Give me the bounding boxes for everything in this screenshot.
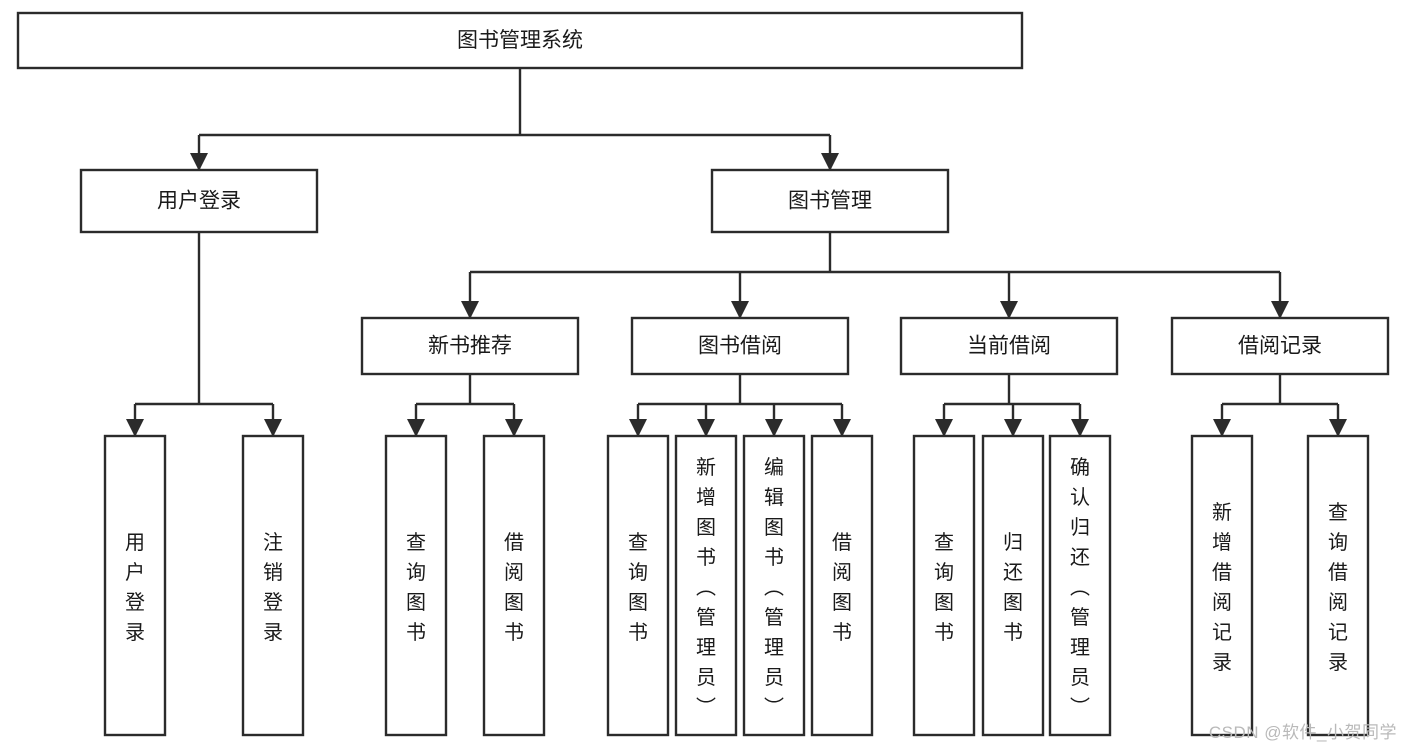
node-label-leaf-query-borrow-record: 查询借阅记录 <box>1328 501 1348 674</box>
arrow-head-icon <box>935 419 953 437</box>
arrow-head-icon <box>1004 419 1022 437</box>
node-root[interactable]: 图书管理系统 <box>16 11 1024 70</box>
node-current-borrow[interactable]: 当前借阅 <box>899 316 1119 376</box>
arrow-head-icon <box>697 419 715 437</box>
node-label-current-borrow: 当前借阅 <box>967 335 1051 358</box>
arrow-head-icon <box>833 419 851 437</box>
node-label-leaf-query-book-borrow: 查询图书 <box>628 531 648 644</box>
arrow-head-icon <box>190 153 208 171</box>
arrow-head-icon <box>1213 419 1231 437</box>
node-label-user-login: 用户登录 <box>157 190 241 213</box>
node-box-leaf-query-borrow-record <box>1306 434 1370 737</box>
node-leaf-edit-book-admin[interactable]: 编辑图书︵管理员︶ <box>742 434 806 737</box>
node-leaf-logout-login[interactable]: 注销登录 <box>241 434 305 737</box>
node-box-leaf-query-book-current <box>912 434 976 737</box>
node-leaf-add-borrow-record[interactable]: 新增借阅记录 <box>1190 434 1254 737</box>
node-book-manage[interactable]: 图书管理 <box>710 168 950 234</box>
node-label-new-book-recommend: 新书推荐 <box>428 335 512 358</box>
connector-layer <box>126 68 1347 437</box>
node-leaf-user-login[interactable]: 用户登录 <box>103 434 167 737</box>
arrow-head-icon <box>126 419 144 437</box>
node-leaf-borrow-book-recommend[interactable]: 借阅图书 <box>482 434 546 737</box>
arrow-head-icon <box>461 301 479 319</box>
node-label-leaf-confirm-return-admin: 确认归还︵管理员︶ <box>1070 456 1090 719</box>
node-box-leaf-add-borrow-record <box>1190 434 1254 737</box>
arrow-head-icon <box>1329 419 1347 437</box>
node-label-book-manage: 图书管理 <box>788 190 872 213</box>
node-label-book-borrow: 图书借阅 <box>698 335 782 358</box>
node-label-leaf-return-book: 归还图书 <box>1003 531 1023 644</box>
node-leaf-confirm-return-admin[interactable]: 确认归还︵管理员︶ <box>1048 434 1112 737</box>
node-box-leaf-borrow-book-recommend <box>482 434 546 737</box>
node-leaf-add-book-admin[interactable]: 新增图书︵管理员︶ <box>674 434 738 737</box>
node-borrow-record[interactable]: 借阅记录 <box>1170 316 1390 376</box>
node-leaf-borrow-book[interactable]: 借阅图书 <box>810 434 874 737</box>
node-label-leaf-add-book-admin: 新增图书︵管理员︶ <box>696 456 716 719</box>
node-box-leaf-query-book-recommend <box>384 434 448 737</box>
node-box-root <box>16 11 1024 70</box>
node-label-borrow-record: 借阅记录 <box>1238 335 1322 358</box>
arrow-head-icon <box>821 153 839 171</box>
node-box-book-borrow <box>630 316 850 376</box>
node-box-book-manage <box>710 168 950 234</box>
node-box-leaf-user-login <box>103 434 167 737</box>
node-box-leaf-return-book <box>981 434 1045 737</box>
node-leaf-query-book-borrow[interactable]: 查询图书 <box>606 434 670 737</box>
node-label-leaf-logout-login: 注销登录 <box>263 531 283 644</box>
arrow-head-icon <box>264 419 282 437</box>
node-new-book-recommend[interactable]: 新书推荐 <box>360 316 580 376</box>
node-label-leaf-user-login: 用户登录 <box>125 532 145 644</box>
arrow-head-icon <box>1071 419 1089 437</box>
node-label-leaf-query-book-recommend: 查询图书 <box>406 531 426 644</box>
arrow-head-icon <box>1000 301 1018 319</box>
arrow-head-icon <box>731 301 749 319</box>
node-label-root: 图书管理系统 <box>457 29 583 52</box>
node-label-leaf-query-book-current: 查询图书 <box>934 531 954 644</box>
node-box-leaf-edit-book-admin <box>742 434 806 737</box>
node-box-current-borrow <box>899 316 1119 376</box>
arrow-head-icon <box>407 419 425 437</box>
node-label-leaf-borrow-book-recommend: 借阅图书 <box>504 531 524 644</box>
node-box-borrow-record <box>1170 316 1390 376</box>
node-leaf-query-borrow-record[interactable]: 查询借阅记录 <box>1306 434 1370 737</box>
arrow-head-icon <box>505 419 523 437</box>
node-box-new-book-recommend <box>360 316 580 376</box>
node-box-leaf-logout-login <box>241 434 305 737</box>
node-leaf-query-book-current[interactable]: 查询图书 <box>912 434 976 737</box>
node-leaf-return-book[interactable]: 归还图书 <box>981 434 1045 737</box>
arrow-head-icon <box>1271 301 1289 319</box>
node-box-leaf-add-book-admin <box>674 434 738 737</box>
node-label-leaf-borrow-book: 借阅图书 <box>832 531 852 644</box>
node-label-leaf-add-borrow-record: 新增借阅记录 <box>1212 501 1232 674</box>
node-label-leaf-edit-book-admin: 编辑图书︵管理员︶ <box>764 456 784 719</box>
arrow-head-icon <box>765 419 783 437</box>
node-box-leaf-confirm-return-admin <box>1048 434 1112 737</box>
node-book-borrow[interactable]: 图书借阅 <box>630 316 850 376</box>
node-user-login[interactable]: 用户登录 <box>79 168 319 234</box>
node-box-leaf-borrow-book <box>810 434 874 737</box>
arrow-head-icon <box>629 419 647 437</box>
node-box-leaf-query-book-borrow <box>606 434 670 737</box>
node-leaf-query-book-recommend[interactable]: 查询图书 <box>384 434 448 737</box>
node-box-user-login <box>79 168 319 234</box>
node-layer: 图书管理系统用户登录图书管理新书推荐图书借阅当前借阅借阅记录用户登录注销登录查询… <box>16 11 1390 737</box>
